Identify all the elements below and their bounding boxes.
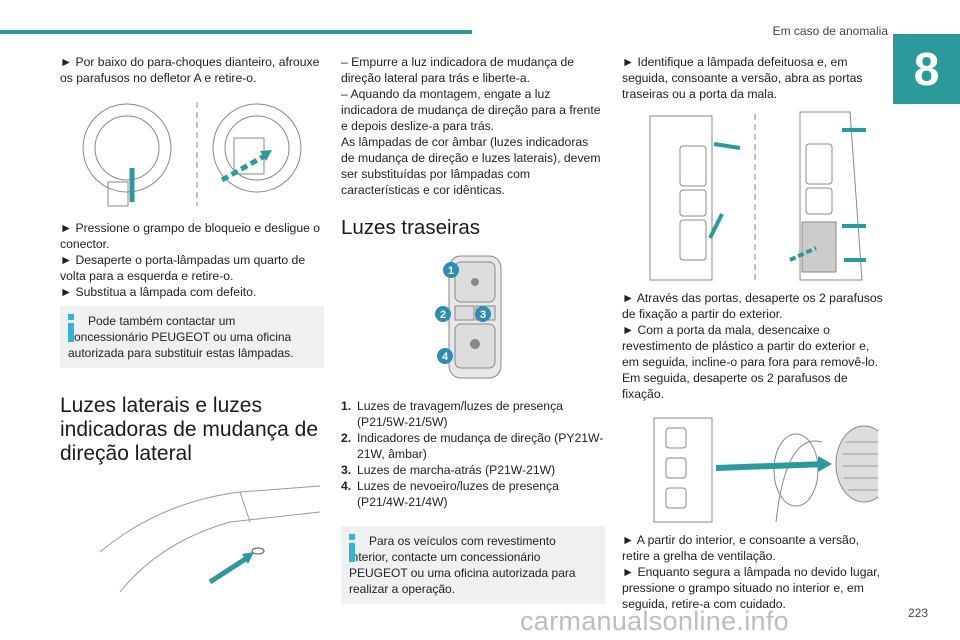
instruction-text: ► Com a porta da mala, desencaixe o reve… — [622, 323, 879, 401]
rear-lamp-illustration: 1 2 3 4 — [435, 254, 515, 384]
column-2: – Empurre a luz indicadora de mudança de… — [341, 54, 605, 604]
instruction-text: ► Substitua a lâmpada com defeito. — [60, 285, 257, 299]
fog-lamp-illustration — [72, 98, 322, 210]
column-1: ► Por baixo do para-choques dianteiro, a… — [60, 54, 324, 592]
page-number: 223 — [907, 606, 928, 620]
instruction-text: – Aquando da montagem, engate a luz indi… — [341, 87, 601, 133]
ventilation-grille-illustration — [646, 412, 878, 524]
instruction-text: ► Enquanto segura a lâmpada no devido lu… — [622, 565, 881, 611]
list-item: 1.Luzes de travagem/luzes de presença (P… — [341, 399, 563, 429]
instruction-text: ► Identifique a lâmpada defeituosa e, em… — [622, 55, 863, 101]
info-note: Pode também contactar um concessionário … — [60, 306, 324, 368]
callout-4: 4 — [442, 351, 449, 363]
rear-door-illustration — [630, 110, 880, 284]
section-heading: Luzes traseiras — [341, 216, 481, 239]
column-3: ► Identifique a lâmpada defeituosa e, em… — [622, 54, 886, 612]
info-icon — [349, 534, 355, 562]
instruction-text: ► Através das portas, desaperte os 2 par… — [622, 291, 883, 321]
list-item: 4.Luzes de nevoeiro/luzes de presença (P… — [341, 479, 559, 509]
instruction-text: ► Desaperte o porta-lâmpadas um quarto d… — [60, 253, 306, 283]
instruction-text: As lâmpadas de cor âmbar (luzes indicado… — [341, 135, 601, 197]
instruction-text: ► A partir do interior, e consoante a ve… — [622, 533, 859, 563]
chapter-number-tab: 8 — [893, 34, 960, 104]
section-title: Em caso de anomalia — [772, 24, 888, 38]
instruction-text: ► Por baixo do para-choques dianteiro, a… — [60, 55, 320, 85]
section-heading: Luzes laterais e luzes indicadoras de mu… — [60, 394, 319, 465]
bulb-list: 1.Luzes de travagem/luzes de presença (P… — [341, 398, 605, 510]
info-icon — [68, 314, 74, 342]
list-item: 2.Indicadores de mudança de direção (PY2… — [341, 431, 604, 461]
instruction-text: – Empurre a luz indicadora de mudança de… — [341, 55, 575, 85]
header-accent-bar — [0, 30, 472, 34]
info-note: Para os veículos com revestimento interi… — [341, 526, 605, 604]
side-indicator-illustration — [100, 482, 324, 592]
instruction-text: ► Pressione o grampo de bloqueio e desli… — [60, 221, 321, 251]
callout-2: 2 — [440, 309, 446, 321]
callout-3: 3 — [480, 309, 486, 321]
list-item: 3.Luzes de marcha-atrás (P21W-21W) — [341, 463, 556, 477]
callout-1: 1 — [448, 265, 454, 277]
watermark: carmanualsonline.info — [520, 606, 789, 636]
